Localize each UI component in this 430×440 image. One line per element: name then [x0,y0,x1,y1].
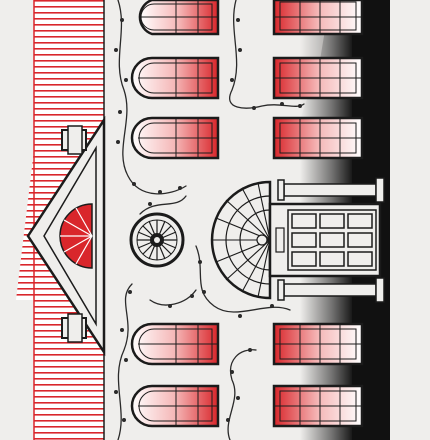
column-bottom [277,277,385,303]
rose-window [129,212,185,268]
arched-window-4 [130,322,220,366]
arched-window-2 [130,56,220,100]
rect-window-5 [272,384,364,428]
rect-window-1 [272,0,364,36]
entrance [210,177,385,303]
right-border [390,0,430,440]
arched-window-1 [138,0,220,36]
gable [26,115,106,357]
rect-window-3 [272,116,364,160]
fan-window [59,203,93,269]
vines [117,0,305,440]
chimney-bottom [61,313,87,343]
column-top [277,177,385,203]
arched-window-3 [130,116,220,160]
chimney-top [61,125,87,155]
rect-window-4 [272,322,364,366]
vine-leaves [114,18,302,422]
arched-window-5 [130,384,220,428]
rect-window-2 [272,56,364,100]
